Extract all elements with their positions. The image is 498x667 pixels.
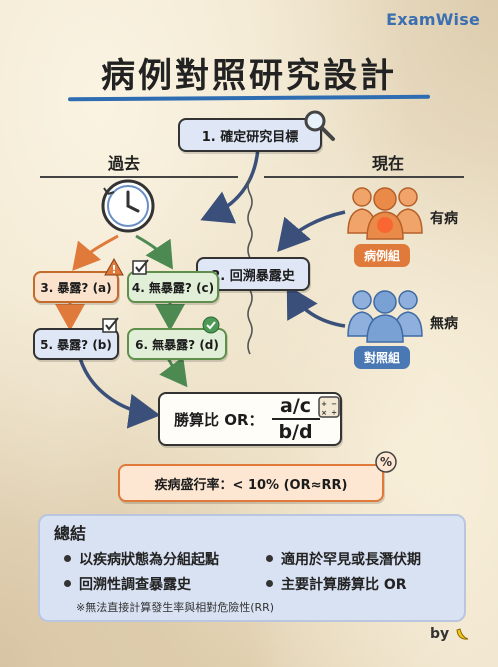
step3-exposed-a: 3. 暴露? (a) (33, 271, 119, 303)
timeline-present-line (264, 176, 464, 178)
prevalence-text: 疾病盛行率：< 10% (OR≈RR) (154, 477, 348, 493)
control-group-label: 對照組 (354, 346, 411, 369)
summary-item: 回溯性調查暴露史 (64, 574, 191, 594)
percent-icon: % (375, 451, 397, 473)
clock-icon (101, 179, 155, 233)
case-group-people-icon (347, 187, 423, 240)
control-side-label: 無病 (430, 316, 458, 332)
summary-note: ※無法直接計算發生率與相對危險性(RR) (76, 601, 275, 614)
checkbox-icon (102, 317, 119, 333)
arrow-case-to-history (277, 210, 346, 252)
summary-title: 總結 (54, 524, 87, 543)
magnifier-icon (304, 110, 335, 141)
summary-panel (38, 514, 466, 622)
summary-item: 主要計算勝算比 OR (266, 574, 407, 594)
checkbox-icon (132, 259, 149, 275)
bullet-dot (266, 554, 273, 562)
svg-text:÷: ÷ (331, 409, 337, 417)
timeline-present-label: 現在 (372, 154, 405, 173)
summary-item: 適用於罕見或長潛伏期 (266, 549, 421, 569)
summary-item: 以疾病狀態為分組起點 (64, 549, 219, 569)
arrow-control-to-history (286, 284, 346, 328)
odds-ratio-fraction: a/c b/d (271, 395, 320, 443)
arrow-goal-to-history (200, 147, 260, 224)
timeline-past-line (40, 176, 238, 178)
odds-ratio-denominator: b/d (278, 421, 313, 443)
byline: by (430, 626, 470, 642)
bullet-dot (64, 554, 71, 562)
fraction-bar (271, 418, 320, 420)
bullet-dot (64, 579, 71, 587)
arrow-clock-to-step4 (135, 234, 173, 270)
odds-ratio-label: 勝算比 OR： (174, 410, 264, 429)
calculator-icon: + − × ÷ (318, 396, 340, 418)
svg-text:!: ! (111, 263, 116, 276)
odds-ratio-numerator: a/c (280, 395, 312, 417)
step1-define-goal: 1. 確定研究目標 (178, 118, 322, 152)
bullet-dot (266, 579, 273, 587)
svg-text:×: × (321, 409, 327, 417)
arrow-step6-to-or (159, 356, 188, 388)
timeline-past-label: 過去 (108, 154, 141, 173)
banana-icon (456, 628, 469, 640)
svg-text:−: − (331, 400, 337, 408)
control-group-people-icon (347, 290, 423, 343)
arrow-clock-to-step3 (72, 234, 119, 271)
case-group-label: 病例組 (354, 244, 411, 267)
warning-icon: ! (104, 258, 124, 276)
step5-exposed-b: 5. 暴露? (b) (33, 328, 119, 360)
prevalence-box: 疾病盛行率：< 10% (OR≈RR) (118, 464, 384, 502)
page-title: 病例對照研究設計 (101, 56, 397, 96)
case-side-label: 有病 (430, 211, 458, 227)
svg-text:%: % (380, 455, 392, 469)
svg-text:+: + (321, 400, 327, 408)
check-circle-icon (202, 316, 220, 334)
brand-logo: ExamWise (386, 10, 480, 29)
step4-unexposed-c: 4. 無暴露? (c) (127, 271, 219, 303)
odds-ratio-box: 勝算比 OR： a/c b/d (158, 392, 342, 446)
arrow-step5-to-or (78, 357, 161, 429)
